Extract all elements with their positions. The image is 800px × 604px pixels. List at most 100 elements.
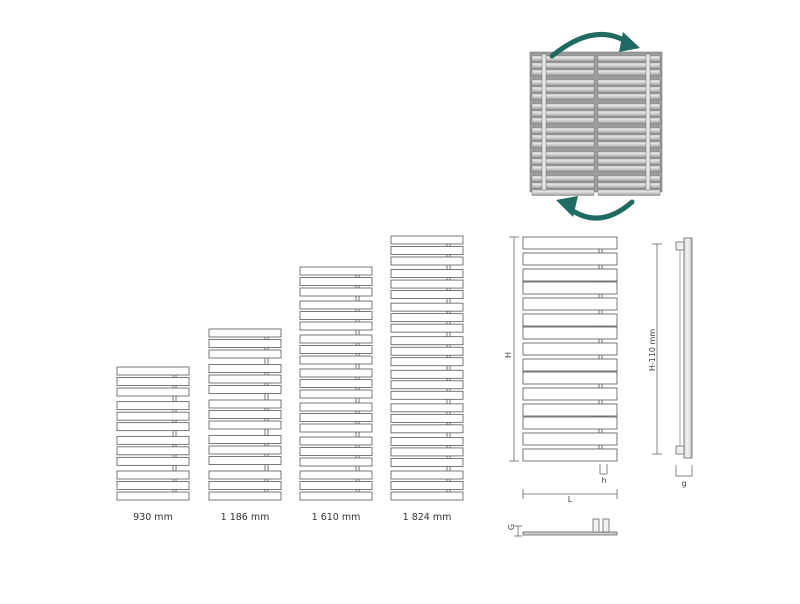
radiator-bar [116,435,190,445]
wall-gap-label: G [507,524,516,530]
radiator-bar [299,436,373,446]
radiator-bar [522,236,618,250]
radiator-bar [390,290,464,299]
front-view-drawing [522,236,618,462]
preview-bar [531,62,595,69]
radiator-bar [522,252,618,266]
radiator-bar [116,491,190,501]
rotate-arrow-icon [549,31,640,59]
preview-bar [531,141,595,148]
radiator-bar [390,390,464,400]
radiator-bar [299,447,373,456]
radiator-bar [522,358,618,372]
radiator-bar [390,470,464,480]
radiator-bar [299,402,373,412]
radiator-bar [208,399,282,409]
top-view-drawing: G [507,518,618,537]
radiator-bar [208,349,282,359]
preview-bar [531,165,595,172]
preview-bar [531,103,595,110]
radiator-bar [390,369,464,379]
radiator-bar [522,416,618,430]
preview-bar [597,127,661,134]
radiator-bar [390,458,464,467]
radiator-bar [208,374,282,384]
preview-bar [531,86,595,93]
radiator-bar [208,445,282,455]
preview-bar [531,182,595,189]
bar-gap-dimension: h [599,464,608,485]
radiator-bar [522,297,618,311]
radiator-bar [522,342,618,356]
preview-bar [597,117,661,124]
preview-bar [597,175,661,182]
length-dimension: L [522,489,618,504]
radiator-bar [299,457,373,467]
variant-label-930: 930 mm [133,512,173,523]
preview-bar [597,182,661,189]
preview-bar [531,175,595,182]
preview-bar [597,93,661,100]
preview-bar [531,134,595,141]
radiator-bar [299,334,373,344]
preview-bar [597,151,661,158]
radiator-variant [116,366,190,501]
size-variants [116,235,464,501]
radiator-bar [299,491,373,501]
radiator-bar [390,481,464,490]
radiator-bar [116,446,190,456]
radiator-bar [522,281,618,295]
preview-bar [597,55,661,62]
radiator-bar [116,401,190,411]
radiator-bar [390,357,464,367]
preview-bar [597,189,661,196]
radiator-bar [522,403,618,417]
radiator-bar [390,323,464,333]
radiator-bar [522,448,618,462]
preview-bar [597,86,661,93]
preview-bar [531,110,595,117]
radiator-bar [390,380,464,390]
variant-label-1610: 1 610 mm [312,512,361,523]
variant-label-1186: 1 186 mm [221,512,270,523]
radiator-bar [299,311,373,320]
preview-bar [531,158,595,165]
radiator-bar [390,246,464,255]
radiator-bar [116,456,190,466]
radiator-bar [299,368,373,378]
bar-gap-label: h [601,476,606,485]
radiator-bar [522,326,618,340]
height-minus-label: H-110 mm [648,329,657,372]
radiator-bar [116,481,190,490]
radiator-bar [208,385,282,394]
radiator-bar [299,470,373,480]
radiator-bar [208,470,282,480]
preview-bar [597,69,661,76]
length-label: L [568,495,573,504]
depth-label: g [681,479,686,488]
variant-label-1824: 1 824 mm [403,512,452,523]
radiator-bar [390,256,464,266]
radiator-variant [208,328,282,501]
preview-bar [597,165,661,172]
radiator-bar [390,336,464,346]
radiator-bar [390,424,464,434]
radiator-variant [299,266,373,501]
radiator-bar [299,277,373,286]
preview-bar [597,134,661,141]
radiator-bar [208,481,282,490]
radiator-bar [390,313,464,323]
radiator-bar [208,491,282,501]
radiator-bar [522,387,618,401]
radiator-bar [299,321,373,331]
radiator-bar [390,279,464,289]
radiator-bar [116,387,190,397]
radiator-bar [208,339,282,348]
radiator-bar [299,300,373,310]
radiator-bar [522,268,618,282]
radiator-bar [390,447,464,457]
radiator-bar [390,413,464,423]
radiator-bar [299,481,373,490]
